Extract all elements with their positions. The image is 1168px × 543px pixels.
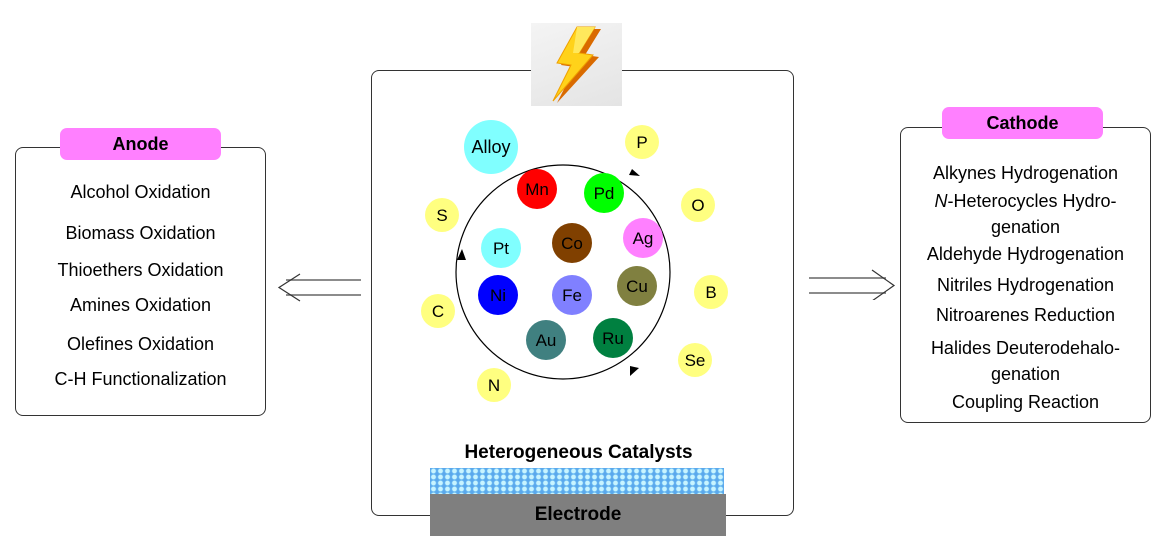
metal-co-label: Co <box>561 234 583 253</box>
cathode-item: Alkynes Hydrogenation <box>932 163 1119 183</box>
dopant-o: O <box>681 188 715 222</box>
anode-item: Biomass Oxidation <box>65 223 216 243</box>
dopant-c-circle <box>421 294 455 328</box>
metal-au: Au <box>526 320 566 360</box>
cathode-item: Halides Deuterodehalo- <box>930 338 1121 358</box>
metal-fe-label: Fe <box>562 286 582 305</box>
dopant-n-label: N <box>488 376 500 395</box>
metal-cu-label: Cu <box>626 277 648 296</box>
dopant-b-label: B <box>705 283 716 302</box>
dopant-p-label: P <box>636 133 647 152</box>
anode-title-badge: Anode <box>60 128 221 160</box>
anode-item: Amines Oxidation <box>69 295 212 315</box>
cathode-item: genation <box>990 364 1061 384</box>
anode-item: Olefines Oxidation <box>66 334 215 354</box>
metal-pd-circle <box>584 173 624 213</box>
dopant-p-circle <box>625 125 659 159</box>
metal-pt: Pt <box>481 228 521 268</box>
cathode-reaction-list: Alkynes Hydrogenation N-Heterocycles Hyd… <box>901 128 1150 422</box>
metal-co-circle <box>552 223 592 263</box>
metal-mn-circle <box>517 169 557 209</box>
dopant-n: N <box>477 368 511 402</box>
dopant-se-circle <box>678 343 712 377</box>
cathode-item: Nitroarenes Reduction <box>935 305 1116 325</box>
metal-ag: Ag <box>623 218 663 258</box>
dopant-c: C <box>421 294 455 328</box>
metal-alloy-circle <box>464 120 518 174</box>
cycle-arrow-icon <box>630 366 639 376</box>
anode-item: C-H Functionalization <box>54 369 227 389</box>
lightning-bolt-icon <box>531 23 622 106</box>
metal-ni-label: Ni <box>490 286 506 305</box>
metal-mn-label: Mn <box>525 180 549 199</box>
cycle-circle <box>455 164 671 380</box>
catalyst-layer <box>430 468 724 494</box>
metal-ru: Ru <box>593 318 633 358</box>
cathode-title-badge: Cathode <box>942 107 1103 139</box>
metal-ni: Ni <box>478 275 518 315</box>
cathode-item: Coupling Reaction <box>951 392 1100 412</box>
metal-pd: Pd <box>584 173 624 213</box>
metal-cu: Cu <box>617 266 657 306</box>
anode-panel: Alcohol Oxidation Biomass Oxidation Thio… <box>15 147 266 416</box>
metal-mn: Mn <box>517 169 557 209</box>
anode-item: Alcohol Oxidation <box>70 182 211 202</box>
dopant-b-circle <box>694 275 728 309</box>
metal-au-label: Au <box>536 331 557 350</box>
metal-ru-circle <box>593 318 633 358</box>
dopant-se: Se <box>678 343 712 377</box>
metal-ag-circle <box>623 218 663 258</box>
metal-pd-label: Pd <box>594 184 615 203</box>
dopant-s: S <box>425 198 459 232</box>
cathode-item: Aldehyde Hydrogenation <box>926 244 1125 264</box>
metal-alloy-label: Alloy <box>471 137 510 157</box>
dopant-o-circle <box>681 188 715 222</box>
electrode-label: Electrode <box>534 504 622 525</box>
dopant-p: P <box>625 125 659 159</box>
metal-pt-label: Pt <box>493 239 509 258</box>
heterogeneous-catalysts-label: Heterogeneous Catalysts <box>464 442 693 463</box>
anode-reaction-list: Alcohol Oxidation Biomass Oxidation Thio… <box>16 148 265 415</box>
dopant-c-label: C <box>432 302 444 321</box>
metal-ni-circle <box>478 275 518 315</box>
cathode-item: Nitriles Hydrogenation <box>936 275 1115 295</box>
metal-cu-circle <box>617 266 657 306</box>
double-arrow-right-icon <box>806 268 898 300</box>
dopant-s-circle <box>425 198 459 232</box>
dopant-n-circle <box>477 368 511 402</box>
dopant-b: B <box>694 275 728 309</box>
electrode: Electrode <box>430 494 726 536</box>
metal-au-circle <box>526 320 566 360</box>
metal-pt-circle <box>481 228 521 268</box>
dopant-s-label: S <box>436 206 447 225</box>
cycle-arrow-icon <box>629 169 640 176</box>
italic-n-prefix: N <box>934 191 948 211</box>
cathode-panel: Alkynes Hydrogenation N-Heterocycles Hyd… <box>900 127 1151 423</box>
anode-item: Thioethers Oxidation <box>57 260 224 280</box>
cycle-arrow-icon <box>457 249 466 260</box>
metal-fe-circle <box>552 275 592 315</box>
cathode-item: N-Heterocycles Hydro- <box>934 191 1117 211</box>
dopant-se-label: Se <box>685 351 706 370</box>
double-arrow-left-icon <box>276 272 366 304</box>
metal-fe: Fe <box>552 275 592 315</box>
cathode-item: genation <box>990 217 1061 237</box>
metal-ru-label: Ru <box>602 329 624 348</box>
dopant-o-label: O <box>691 196 704 215</box>
metal-co: Co <box>552 223 592 263</box>
metal-ag-label: Ag <box>633 229 654 248</box>
metal-alloy: Alloy <box>464 120 518 174</box>
